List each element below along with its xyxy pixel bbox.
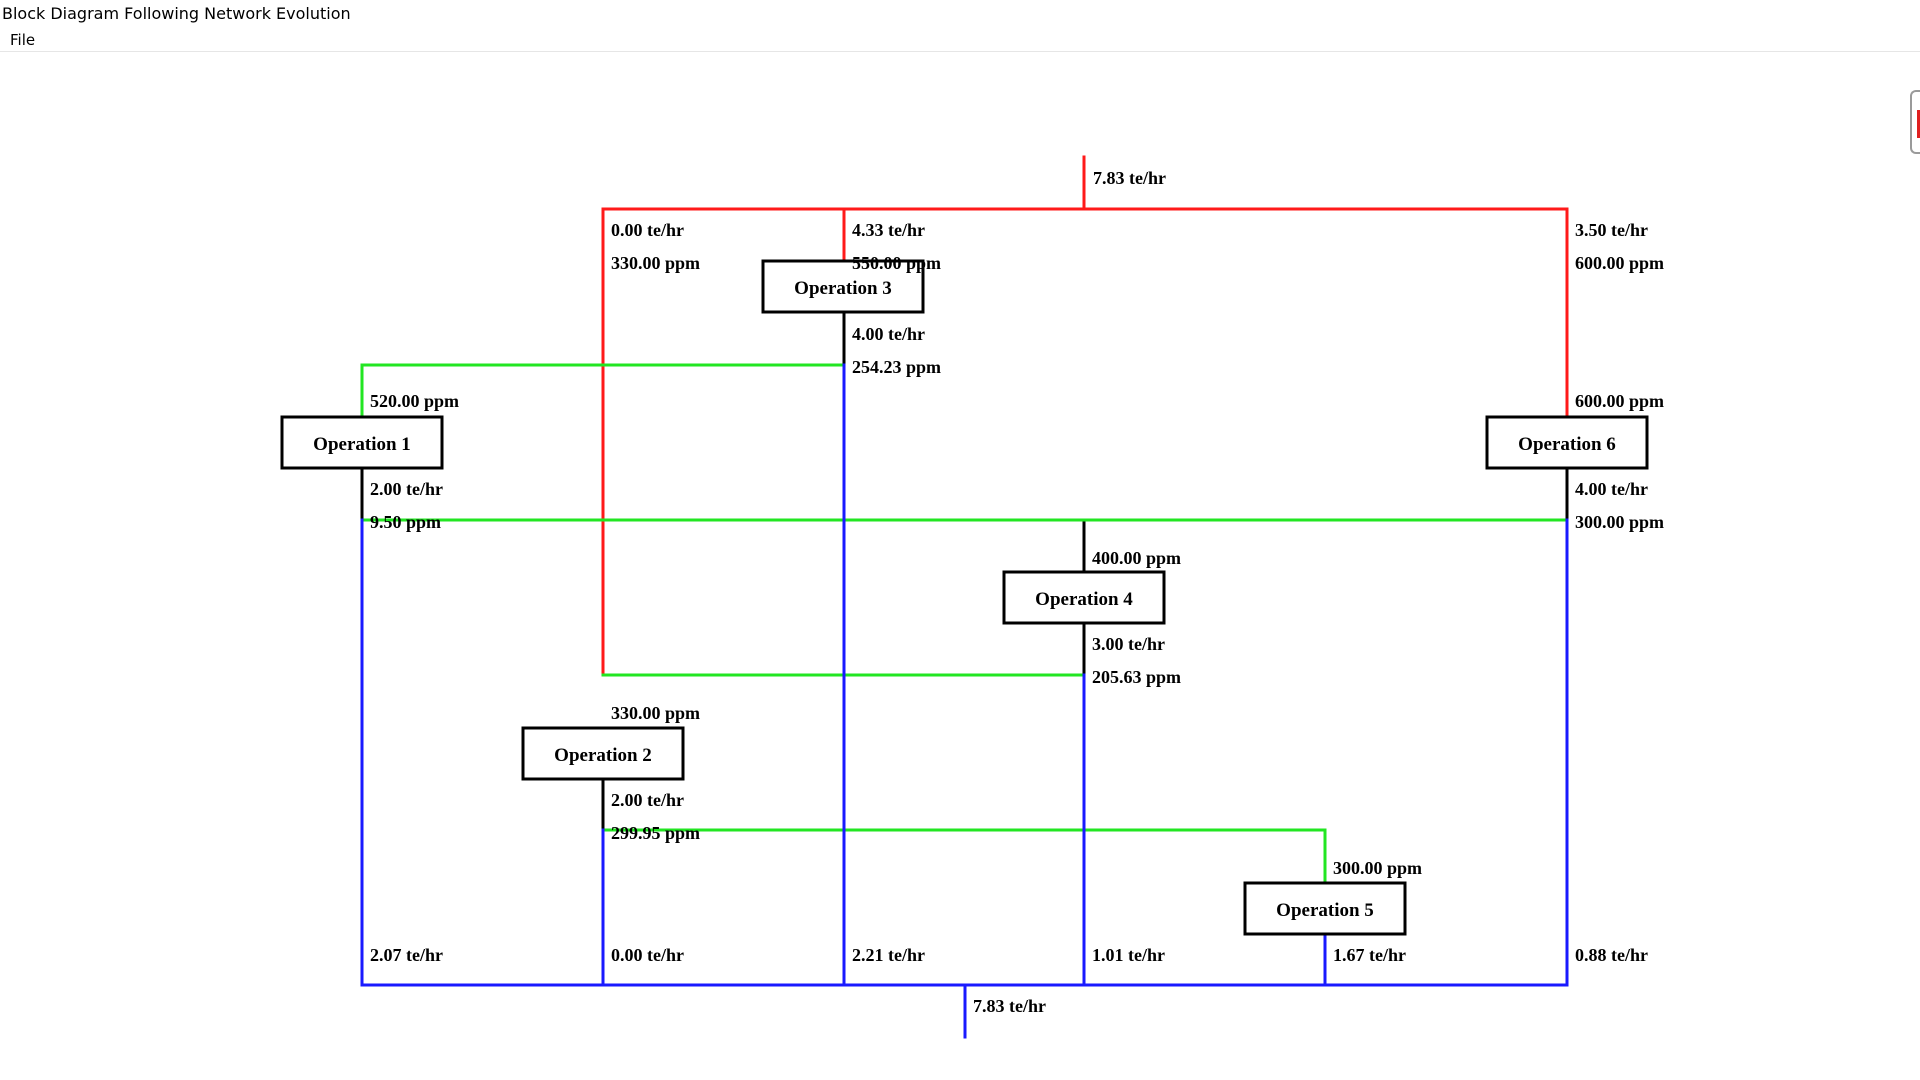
window-title: Block Diagram Following Network Evolutio… [2,4,351,23]
op3-outlet-conc: 254.23 ppm [852,357,941,377]
operation-2-box[interactable] [521,726,685,781]
waste-col5-flow: 1.67 te/hr [1333,945,1406,965]
op2-outlet-conc: 299.95 ppm [611,823,700,843]
op2-to-op5-pipe [601,828,1327,885]
waste-col1-flow: 2.07 te/hr [370,945,443,965]
waste-total-flow: 7.83 te/hr [973,996,1046,1016]
op5-inlet-conc: 300.00 ppm [1333,858,1422,878]
op2-outlet-flow: 2.00 te/hr [611,790,684,810]
operation-4-box[interactable] [1002,570,1166,625]
operation-2-label: Operation 2 [554,745,652,766]
op4-inlet-conc: 400.00 ppm [1092,548,1181,568]
op1-outlet-conc: 9.50 ppm [370,512,441,532]
file-menu[interactable]: File [10,31,36,49]
op4-outlet-conc: 205.63 ppm [1092,667,1181,687]
op3-to-op1-pipe [360,363,846,419]
scrollbar-thumb[interactable] [1910,90,1920,154]
op6-outlet-flow: 4.00 te/hr [1575,479,1648,499]
fresh-op2-flow: 0.00 te/hr [611,220,684,240]
fresh-op3-flow: 4.33 te/hr [852,220,925,240]
op6-outlet-conc: 300.00 ppm [1575,512,1664,532]
waste-col3-flow: 2.21 te/hr [852,945,925,965]
fresh-source-flow: 7.83 te/hr [1093,168,1166,188]
waste-col2-flow: 0.00 te/hr [611,945,684,965]
operation-3-box[interactable] [761,259,925,314]
op6-inlet-conc: 600.00 ppm [1575,391,1664,411]
fresh-op6-conc: 600.00 ppm [1575,253,1664,273]
waste-col6-flow: 0.88 te/hr [1575,945,1648,965]
op1-outlet-flow: 2.00 te/hr [370,479,443,499]
operation-4-label: Operation 4 [1035,589,1133,610]
fresh-op6-flow: 3.50 te/hr [1575,220,1648,240]
op4-outlet-flow: 3.00 te/hr [1092,634,1165,654]
operation-6-box[interactable] [1485,415,1649,470]
operation-3-label: Operation 3 [794,278,892,299]
operation-6-label: Operation 6 [1518,434,1616,455]
menu-bar: File [0,28,1920,52]
operation-1-label: Operation 1 [313,434,411,455]
waste-col4-flow: 1.01 te/hr [1092,945,1165,965]
op2-inlet-conc: 330.00 ppm [611,703,700,723]
operation-1-box[interactable] [280,415,444,470]
fresh-op2-conc: 330.00 ppm [611,253,700,273]
operation-5-label: Operation 5 [1276,900,1374,921]
fresh-op3-conc: 550.00 ppm [852,253,941,273]
operation-5-box[interactable] [1243,881,1407,936]
op1-inlet-conc: 520.00 ppm [370,391,459,411]
op3-outlet-flow: 4.00 te/hr [852,324,925,344]
